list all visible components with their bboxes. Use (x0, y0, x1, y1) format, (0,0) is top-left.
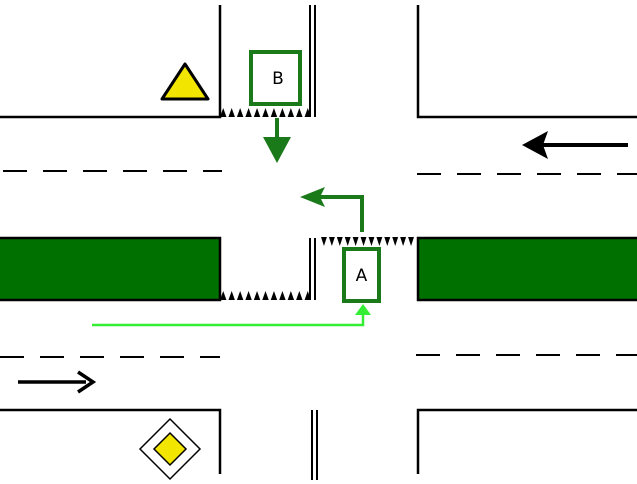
curbs (0, 5, 637, 474)
yield-tooth (236, 291, 244, 300)
vehicle-a: A (342, 247, 381, 303)
curb-top-right (416, 5, 637, 119)
yield-tooth (287, 108, 295, 117)
yield-tooth (253, 291, 261, 300)
yield-tooth (220, 108, 227, 117)
vehicle-b-label: B (272, 69, 284, 89)
yield-teeth-bottom (220, 291, 311, 300)
yield-tooth (270, 108, 278, 117)
yield-tooth (344, 237, 351, 246)
yield-teeth-middle (321, 237, 414, 246)
yield-tooth (352, 237, 359, 246)
yield-triangle-icon (160, 62, 210, 101)
yield-tooth (296, 108, 303, 117)
vehicle-a-path-arrow (300, 187, 364, 232)
median-left-edge (0, 236, 222, 302)
yield-tooth (376, 237, 383, 246)
median-right-edge (416, 236, 637, 302)
yield-tooth (220, 291, 227, 300)
yield-tooth (270, 291, 278, 300)
yield-tooth (253, 108, 261, 117)
yield-tooth (228, 291, 235, 300)
yield-tooth (400, 237, 407, 246)
median-right (418, 238, 637, 300)
yield-tooth (304, 108, 311, 117)
yield-tooth (262, 108, 269, 117)
approach-path-arrow (92, 304, 371, 327)
traffic-arrow-left-icon (522, 131, 628, 159)
yield-tooth (245, 108, 252, 117)
curb-bottom-right (416, 408, 637, 474)
yield-tooth (279, 291, 286, 300)
median-left (0, 238, 220, 300)
yield-tooth (236, 108, 244, 117)
yield-tooth (336, 237, 343, 246)
traffic-arrow-right-icon (18, 370, 97, 394)
yield-tooth (262, 291, 269, 300)
curb-bottom-left (0, 408, 222, 474)
vehicle-b-path-arrow (263, 118, 291, 163)
yield-tooth (368, 237, 375, 246)
yield-tooth (360, 237, 367, 246)
yield-tooth (304, 291, 311, 300)
yield-tooth (228, 108, 235, 117)
yield-tooth (392, 237, 399, 246)
vehicle-b: B (249, 50, 302, 106)
priority-road-diamond-icon (138, 417, 202, 481)
yield-tooth (296, 291, 303, 300)
yield-teeth-top (220, 108, 311, 117)
lane-dashes (0, 170, 637, 358)
yield-tooth (287, 291, 295, 300)
yield-tooth (408, 237, 414, 246)
yield-tooth (384, 237, 391, 246)
yield-tooth (321, 237, 327, 246)
yield-tooth (245, 291, 252, 300)
yield-tooth (279, 108, 286, 117)
vehicle-a-label: A (356, 266, 368, 286)
yield-tooth (328, 237, 335, 246)
double-center-lines (309, 5, 318, 480)
